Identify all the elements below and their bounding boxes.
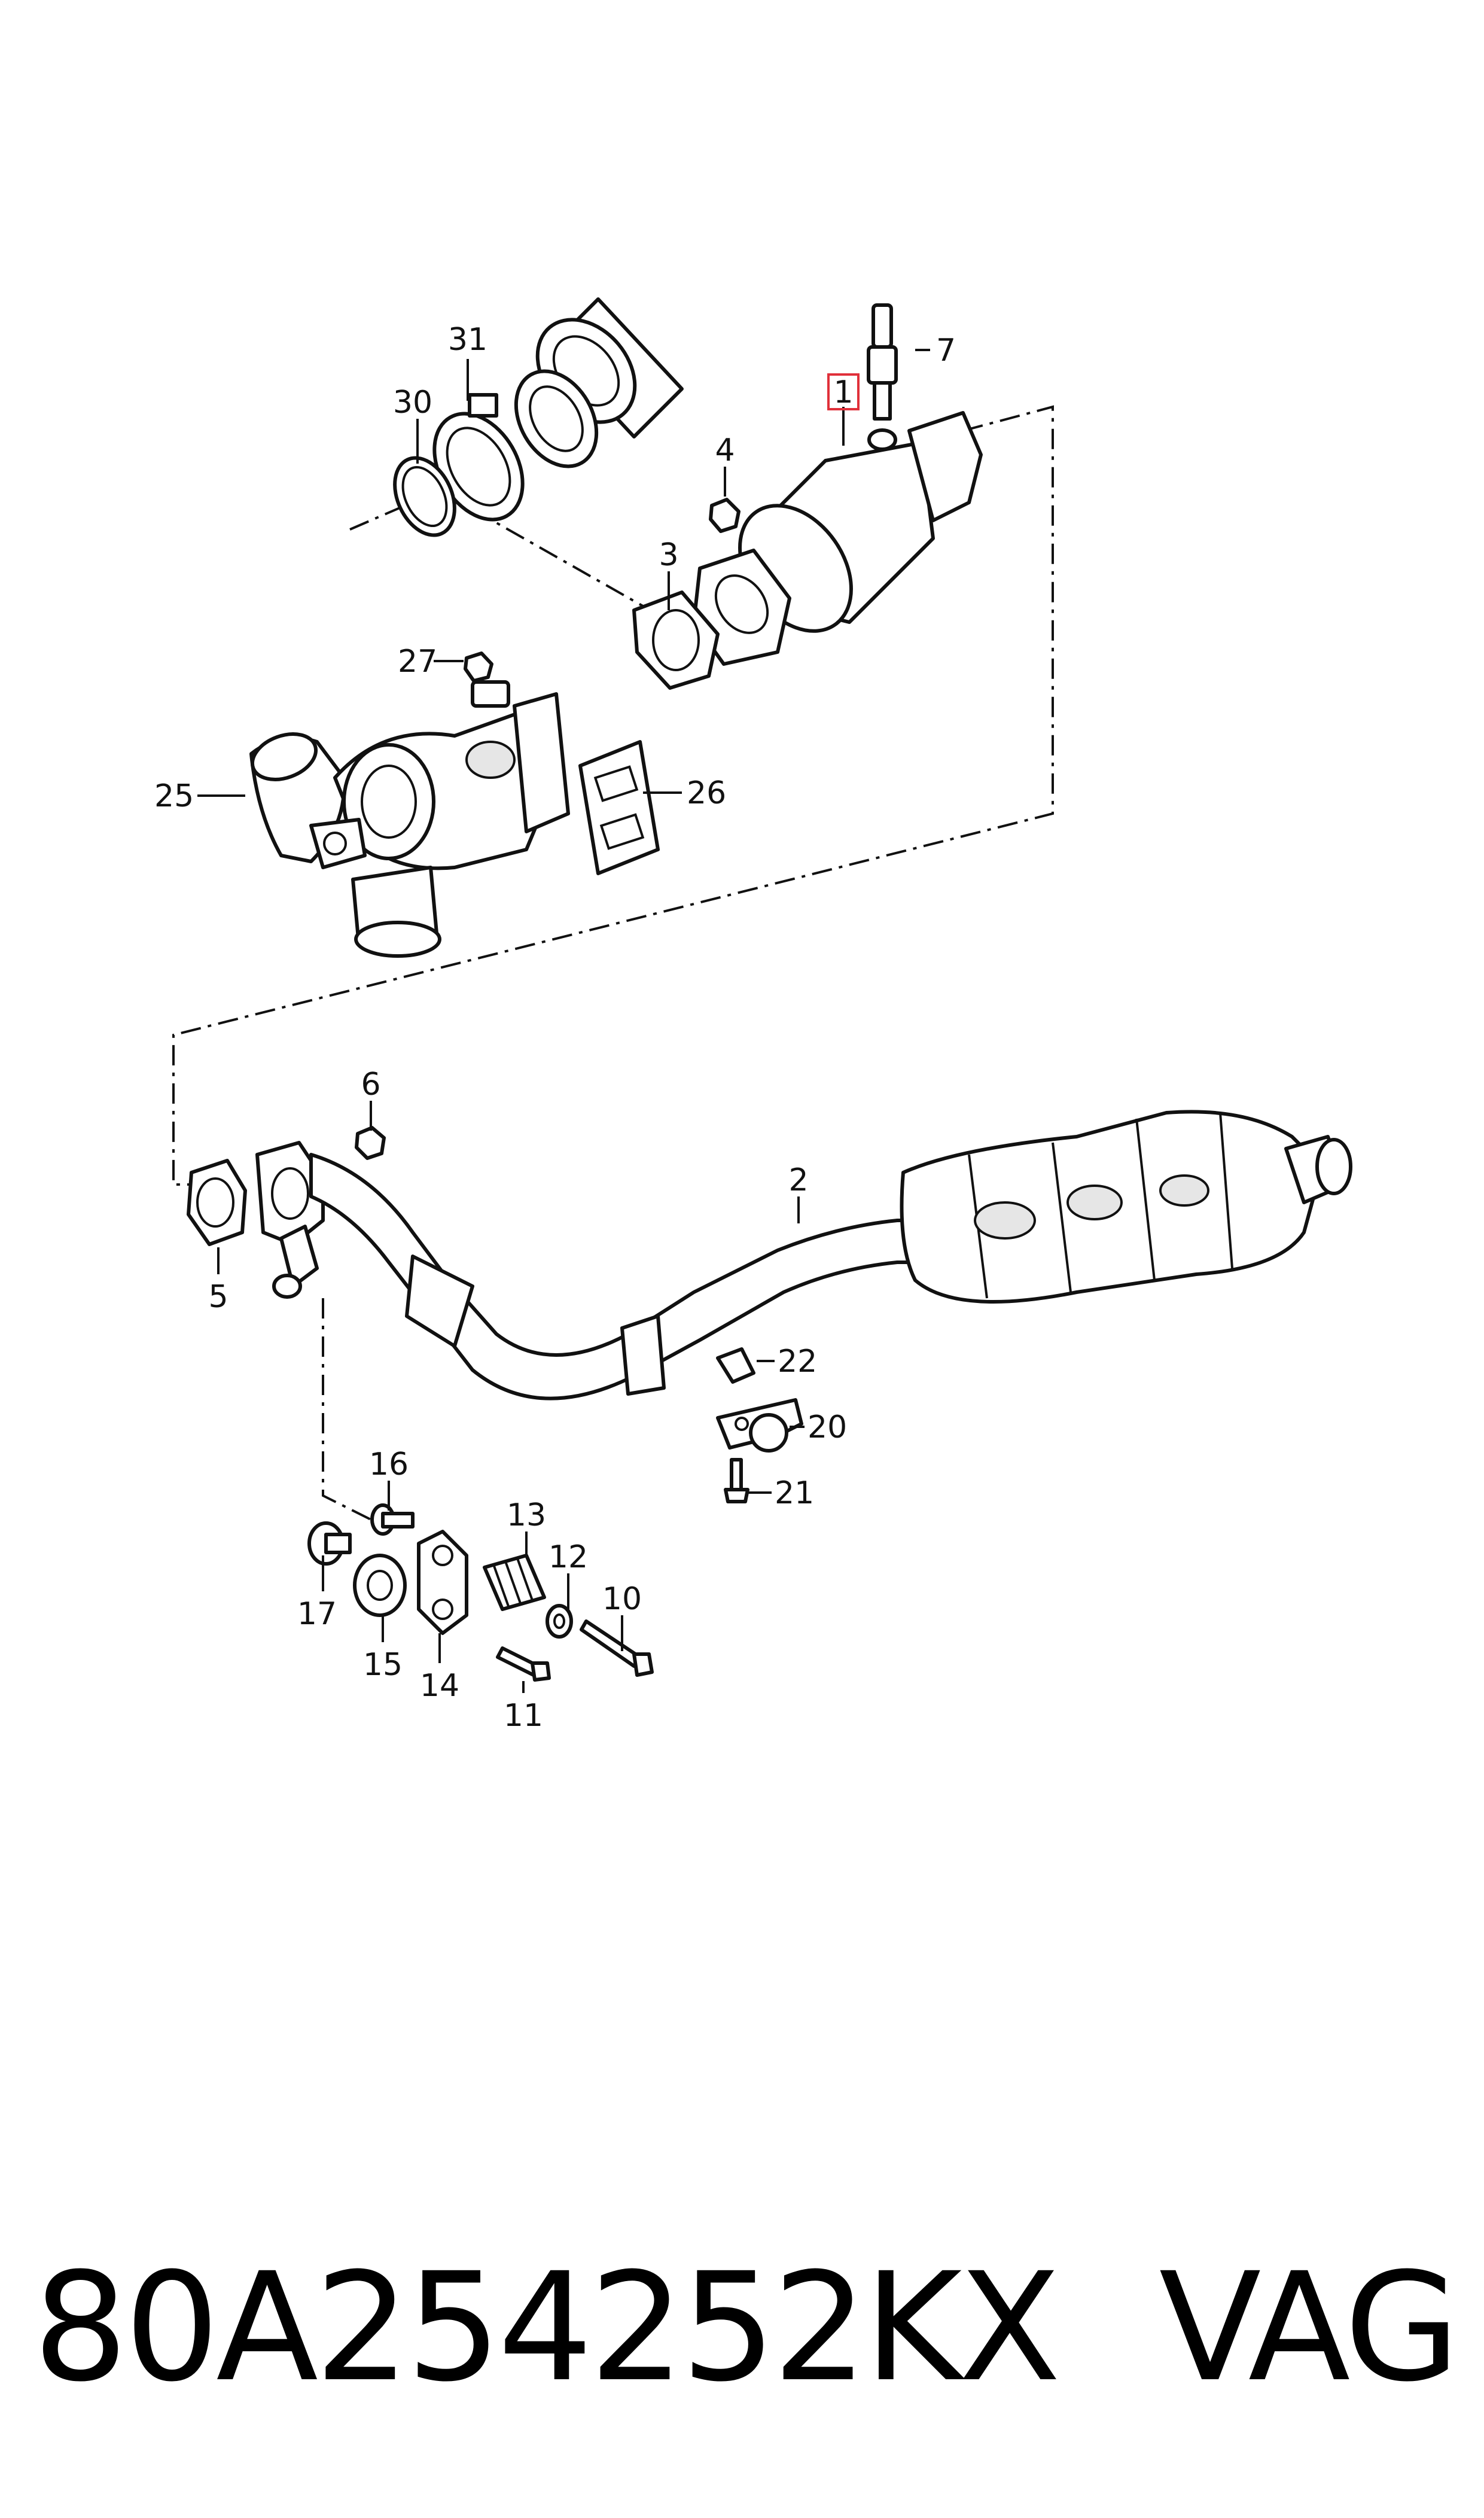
bracket-20 [716,1398,803,1453]
bushing-16 [370,1503,415,1536]
catalytic-converter-1 [692,411,983,666]
rubber-mount-15 [353,1554,407,1617]
callout-4: 4 [715,433,735,468]
callout-30: 30 [393,385,432,421]
gasket-5 [187,1159,247,1246]
grommet-17 [307,1521,352,1566]
callout-27: 27 [398,644,437,680]
nut-27 [464,651,493,683]
assembly-line-cat [172,405,1054,1186]
callout-12: 12 [548,1539,588,1575]
bolt-21 [724,1458,749,1503]
part-number: 80A254252KX [33,2240,1061,2415]
callout-2: 2 [788,1162,808,1198]
pipe-flange-ring [514,369,599,468]
callout-26: 26 [687,775,726,811]
nut-6 [355,1126,386,1160]
callout-14: 14 [420,1668,459,1704]
turbocharger-25 [249,680,570,958]
callout-31: 31 [448,322,487,358]
callout-10: 10 [602,1581,642,1617]
callout-17: 17 [297,1596,337,1632]
callout-25: 25 [154,778,194,814]
callout-21: 21 [775,1475,814,1511]
clamp-31 [432,393,525,522]
callout-3: 3 [659,537,678,573]
brand-name: VAG [1159,2240,1460,2415]
bracket-14 [417,1530,468,1635]
spring-13 [483,1554,546,1611]
callout-16: 16 [369,1447,409,1482]
leader-lines [197,349,930,1693]
callout-15: 15 [363,1647,403,1683]
callout-5: 5 [208,1279,228,1315]
clip-22 [716,1347,755,1384]
bolt-11 [496,1646,551,1682]
callout-20: 20 [807,1409,847,1445]
footer: 80A254252KX VAG [33,2237,1460,2417]
assembly-line-hanger [322,1298,383,1527]
seal-ring-30 [393,456,456,537]
bolt-10 [580,1619,654,1677]
assembly-line-clamp [349,489,682,629]
callout-11: 11 [504,1698,543,1734]
callout-7: 7 [936,333,956,369]
callout-22: 22 [778,1344,817,1380]
callout-6: 6 [361,1067,380,1103]
gasket-26 [578,740,660,875]
washer-12 [546,1604,573,1639]
exhaust-pipe-with-muffler-2 [255,1110,1352,1400]
callout-1-highlight-box [827,373,860,410]
nut-4 [709,498,741,533]
lambda-sensor-7 [867,303,898,451]
gasket-3 [632,590,720,690]
callout-1: 1 [833,374,853,410]
callout-13: 13 [507,1497,546,1533]
